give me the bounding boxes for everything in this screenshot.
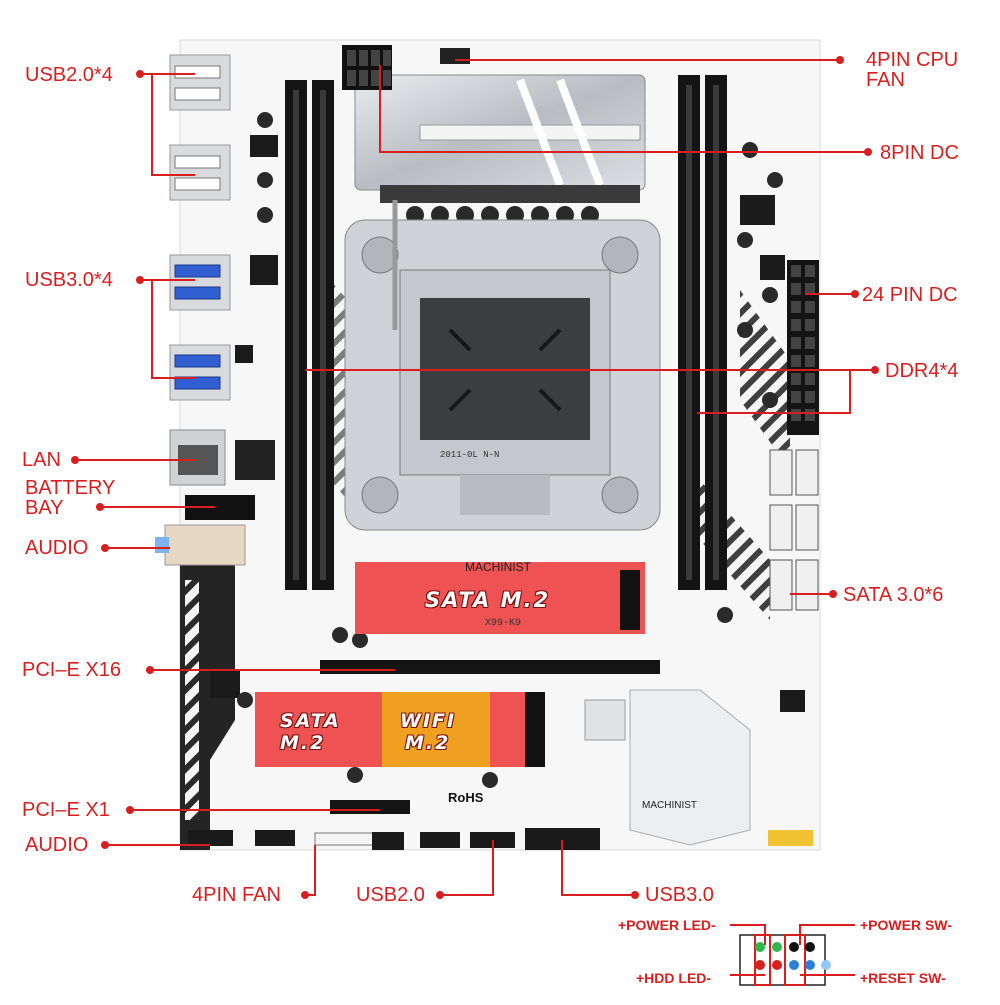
- cpu-fan-header: [440, 48, 470, 64]
- chipset-heatsink: [629, 689, 751, 846]
- usb3-rear-ports: [169, 254, 231, 401]
- sata-m2-bottom-slot: [255, 692, 385, 767]
- label-cpu-fan-2: FAN: [866, 69, 905, 91]
- label-lan: LAN: [22, 449, 61, 471]
- brand-top: MACHINIST: [465, 560, 531, 574]
- label-usb20x4: USB2.0*4: [25, 64, 113, 86]
- label-audio-front: AUDIO: [25, 834, 89, 856]
- sata-m2-top-slot: [355, 562, 645, 634]
- rohs-mark: RoHS: [448, 790, 484, 805]
- bottom-headers: [188, 828, 813, 850]
- sata-m2-top-label: SATA M.2: [425, 588, 551, 612]
- sata-ports: [769, 449, 819, 611]
- sata-m2-bottom-label-1: SATA: [280, 710, 341, 732]
- label-pcie-x16: PCI–E X16: [22, 659, 121, 681]
- wifi-m2-slot: [382, 692, 490, 767]
- label-ddr4: DDR4*4: [885, 360, 959, 382]
- pin-power-sw: +POWER SW-: [860, 917, 952, 933]
- model-label: X99-K9: [485, 618, 522, 629]
- label-24pin-dc: 24 PIN DC: [862, 284, 958, 306]
- label-battery-1: BATTERY: [25, 477, 116, 499]
- label-battery-2: BAY: [25, 497, 64, 519]
- pin-hdd-led: +HDD LED-: [636, 970, 712, 986]
- label-4pin-fan: 4PIN FAN: [192, 884, 281, 906]
- wifi-m2-label-1: WIFI: [400, 710, 457, 732]
- vrm-heatsink: [354, 74, 646, 203]
- front-panel-pin-diagram: [730, 924, 855, 986]
- label-cpu-fan-1: 4PIN CPU: [866, 49, 959, 71]
- label-usb20-header: USB2.0: [356, 884, 425, 906]
- pcie-x1-slot: [330, 800, 410, 814]
- cpu-socket: [344, 200, 661, 531]
- pin-reset-sw: +RESET SW-: [860, 970, 946, 986]
- pcie-x16-slot: [320, 660, 660, 674]
- label-audio-rear: AUDIO: [25, 537, 89, 559]
- label-8pin-dc: 8PIN DC: [880, 142, 959, 164]
- pin-power-led: +POWER LED-: [618, 917, 716, 933]
- wifi-m2-label-2: M.2: [405, 732, 451, 754]
- callout-lines: [75, 59, 875, 896]
- label-usb30-header: USB3.0: [645, 884, 714, 906]
- sata-m2-bottom-label-2: M.2: [280, 732, 326, 754]
- socket-text: 2011-0L N-N: [440, 450, 500, 460]
- label-sata: SATA 3.0*6: [843, 584, 944, 606]
- audio-rear-port: [164, 524, 246, 566]
- label-usb30x4: USB3.0*4: [25, 269, 113, 291]
- label-pcie-x1: PCI–E X1: [22, 799, 110, 821]
- brand-bottom: MACHINIST: [642, 800, 697, 811]
